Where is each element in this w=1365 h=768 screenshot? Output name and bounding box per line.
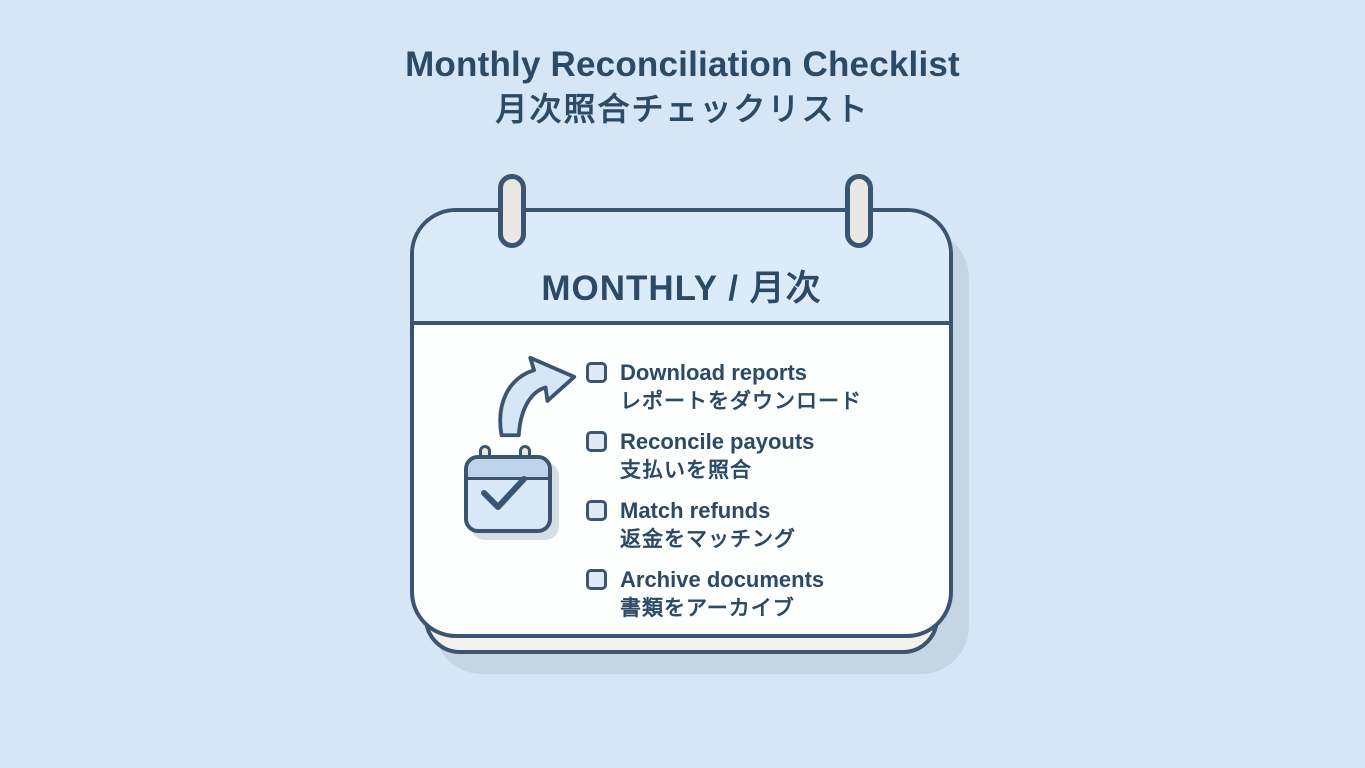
checkmark-icon [481, 476, 527, 510]
checkbox-download-reports[interactable] [586, 362, 607, 383]
checklist-item-archive-documents: Archive documents 書類をアーカイブ [586, 565, 862, 624]
calendar-check-icon [464, 445, 554, 535]
calendar-card: MONTHLY / 月次 Download r [410, 174, 969, 674]
item-label-en: Match refunds [620, 498, 771, 523]
checkbox-reconcile-payouts[interactable] [586, 431, 607, 452]
calendar-icon-header-band [468, 459, 548, 480]
item-label-en: Download reports [620, 360, 808, 385]
checklist-item-download-reports: Download reports レポートをダウンロード [586, 358, 862, 417]
checkbox-archive-documents[interactable] [586, 569, 607, 590]
checkbox-match-refunds[interactable] [586, 500, 607, 521]
page-title-en: Monthly Reconciliation Checklist [405, 45, 960, 84]
item-label-ja: レポートをダウンロード [620, 390, 862, 413]
checklist-item-reconcile-payouts: Reconcile payouts 支払いを照合 [586, 427, 862, 486]
calendar-card-header-label: MONTHLY / 月次 [541, 269, 822, 308]
curved-arrow-icon [498, 355, 577, 438]
page-title-ja: 月次照合チェックリスト [495, 91, 870, 127]
item-label-ja: 書類をアーカイブ [620, 597, 795, 620]
checklist: Download reports レポートをダウンロード Reconcile p… [586, 358, 862, 634]
item-label-en: Archive documents [620, 567, 825, 592]
page-title: Monthly Reconciliation Checklist 月次照合チェッ… [0, 44, 1365, 129]
item-label-ja: 支払いを照合 [620, 459, 752, 482]
binder-ring-left-icon [498, 174, 526, 248]
item-label-ja: 返金をマッチング [620, 528, 796, 551]
binder-ring-right-icon [845, 174, 873, 248]
item-label-en: Reconcile payouts [620, 429, 815, 454]
calendar-card-body: Download reports レポートをダウンロード Reconcile p… [414, 325, 949, 644]
checklist-item-match-refunds: Match refunds 返金をマッチング [586, 496, 862, 555]
